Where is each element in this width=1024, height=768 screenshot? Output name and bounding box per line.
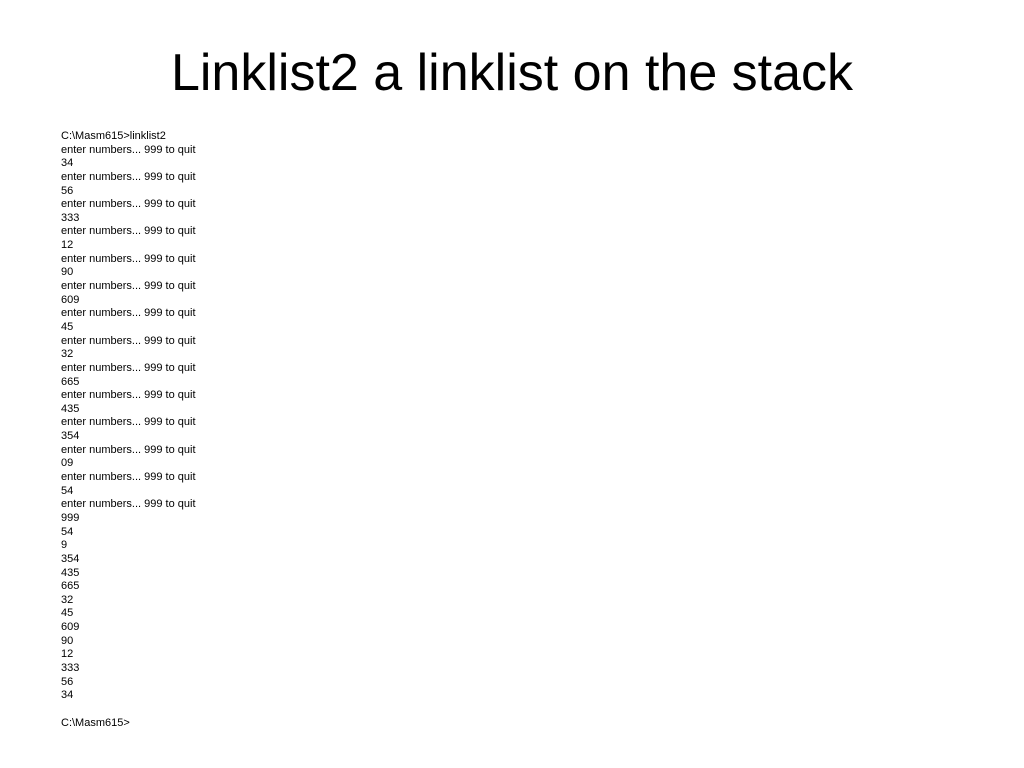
console-line: enter numbers... 999 to quit [61, 225, 196, 238]
console-line: enter numbers... 999 to quit [61, 416, 196, 429]
console-line: 609 [61, 293, 80, 306]
console-line: 45 [61, 320, 74, 333]
console-line: 354 [61, 552, 80, 565]
console-line: 54 [61, 484, 74, 497]
console-line: 09 [61, 457, 74, 470]
console-line: enter numbers... 999 to quit [61, 361, 196, 374]
console-line: 435 [61, 402, 80, 415]
console-line: 34 [61, 157, 74, 170]
console-line: enter numbers... 999 to quit [61, 389, 196, 402]
console-line: 665 [61, 375, 80, 388]
console-line: 56 [61, 184, 74, 197]
console-line: 90 [61, 266, 74, 279]
console-line [61, 703, 461, 717]
console-line: enter numbers... 999 to quit [61, 307, 196, 320]
console-line: enter numbers... 999 to quit [61, 443, 196, 456]
console-line: 32 [61, 348, 74, 361]
console-line: enter numbers... 999 to quit [61, 198, 196, 211]
console-line: 12 [61, 648, 74, 661]
console-line: 333 [61, 661, 80, 674]
console-line: C:\Masm615>linklist2 [61, 130, 166, 142]
console-line: C:\Masm615> [61, 716, 130, 729]
console-line: 609 [61, 621, 80, 634]
console-line: 34 [61, 689, 74, 702]
slide-title: Linklist2 a linklist on the stack [170, 44, 854, 102]
console-line: 54 [61, 525, 74, 538]
console-line: 333 [61, 211, 80, 224]
console-line: enter numbers... 999 to quit [61, 498, 196, 511]
console-line: 354 [61, 430, 80, 443]
console-line: 435 [61, 566, 80, 579]
console-line: enter numbers... 999 to quit [61, 170, 196, 183]
console-line: enter numbers... 999 to quit [61, 334, 196, 347]
console-line: 56 [61, 675, 74, 688]
console-line: 665 [61, 580, 80, 593]
console-line: 9 [61, 539, 68, 552]
console-line: 999 [61, 511, 80, 524]
console-line: 12 [61, 239, 74, 252]
console-line: enter numbers... 999 to quit [61, 471, 196, 484]
console-line: 32 [61, 593, 74, 606]
console-line: enter numbers... 999 to quit [61, 252, 196, 265]
console-line: 90 [61, 634, 74, 647]
console-line: enter numbers... 999 to quit [61, 143, 196, 156]
console-line: enter numbers... 999 to quit [61, 280, 196, 293]
console-line: 45 [61, 607, 74, 620]
